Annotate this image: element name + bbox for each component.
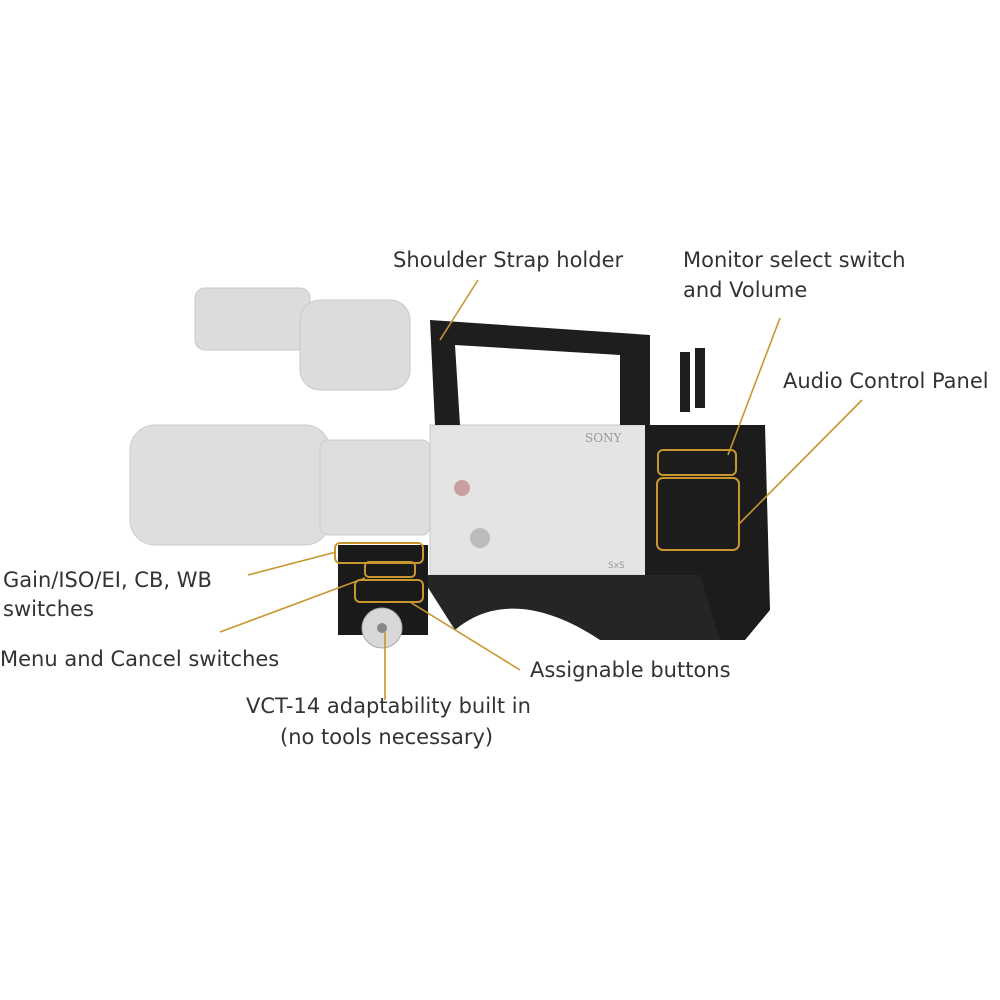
- label-shoulder-strap: Shoulder Strap holder: [393, 248, 624, 272]
- label-assignable: Assignable buttons: [530, 658, 731, 682]
- leader-menu: [219, 577, 366, 633]
- label-monitor-1: Monitor select switch: [683, 248, 906, 272]
- label-vct-1: VCT-14 adaptability built in: [246, 694, 531, 718]
- callout-box-assignable: [354, 579, 424, 603]
- callout-boxes: [334, 449, 740, 603]
- label-menu: Menu and Cancel switches: [0, 647, 280, 671]
- leader-audio: [737, 399, 863, 526]
- brand-text: SONY: [585, 431, 623, 445]
- callout-box-menu: [364, 561, 416, 578]
- camera-body-ghost: [429, 424, 651, 576]
- label-gain-2: switches: [3, 597, 94, 621]
- viewfinder-ghost: [194, 287, 411, 391]
- leader-lines: [219, 279, 863, 700]
- leader-assignable: [409, 601, 521, 671]
- label-monitor-2: and Volume: [683, 278, 808, 302]
- callout-box-monitor: [657, 449, 737, 476]
- antenna: [695, 348, 705, 408]
- leader-monitor: [727, 317, 781, 456]
- top-handle: [430, 320, 650, 425]
- dial-ghost: [470, 528, 490, 548]
- vct-rosette-center: [377, 623, 387, 633]
- lens-ghost: [129, 424, 431, 546]
- leader-gain: [247, 551, 337, 576]
- shoulder-pad: [420, 575, 720, 640]
- antenna: [680, 352, 690, 412]
- label-audio: Audio Control Panel: [783, 369, 989, 393]
- callout-box-audio: [656, 477, 740, 551]
- logo-text: SxS: [608, 561, 625, 571]
- record-button-ghost: [454, 480, 470, 496]
- label-vct-2: (no tools necessary): [280, 725, 494, 749]
- leader-shoulder-strap: [439, 279, 479, 341]
- label-gain-1: Gain/ISO/EI, CB, WB: [3, 568, 212, 592]
